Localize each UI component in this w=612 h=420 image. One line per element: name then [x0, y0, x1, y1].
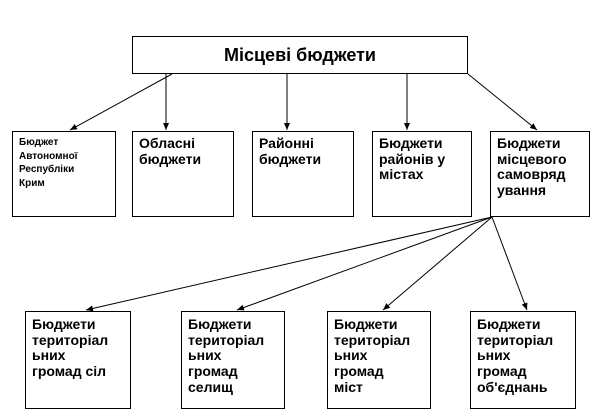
- node-raion-budgets-label: Районні бюджети: [259, 135, 322, 167]
- root-node-local-budgets: Місцеві бюджети: [132, 36, 468, 74]
- node-self-government-budgets: Бюджети місцевого самовряд ування: [490, 131, 590, 217]
- node-village-community-budgets-label: Бюджети територіал ьних громад сіл: [32, 316, 109, 380]
- arrow-samovryaduvannya-to-sil: [85, 216, 493, 312]
- node-city-community-budgets: Бюджети територіал ьних громад міст: [327, 311, 431, 409]
- node-oblast-budgets-label: Обласні бюджети: [139, 135, 202, 167]
- node-settlement-community-budgets-label: Бюджети територіал ьних громад селищ: [188, 316, 265, 395]
- node-village-community-budgets: Бюджети територіал ьних громад сіл: [25, 311, 131, 409]
- node-settlement-community-budgets: Бюджети територіал ьних громад селищ: [181, 311, 285, 409]
- node-raion-budgets: Районні бюджети: [252, 131, 354, 217]
- node-city-community-budgets-label: Бюджети територіал ьних громад міст: [334, 316, 411, 395]
- arrow-root-to-samovryaduvannya: [467, 73, 538, 131]
- node-self-government-budgets-label: Бюджети місцевого самовряд ування: [497, 135, 567, 199]
- node-arc-budget: Бюджет Автономної Республіки Крим: [12, 131, 116, 217]
- node-community-associations-budgets: Бюджети територіал ьних громад об'єднань: [470, 311, 576, 409]
- arrow-samovryaduvannya-to-mist: [382, 216, 493, 311]
- arrow-samovryaduvannya-to-obiednan: [491, 216, 528, 311]
- root-node-label: Місцеві бюджети: [223, 45, 376, 65]
- node-city-district-budgets-label: Бюджети районів у містах: [379, 135, 446, 183]
- arrow-samovryaduvannya-to-selyshch: [236, 216, 493, 311]
- node-oblast-budgets: Обласні бюджети: [132, 131, 234, 217]
- node-arc-budget-label: Бюджет Автономної Республіки Крим: [19, 137, 78, 189]
- arrow-root-to-arc: [69, 73, 173, 131]
- node-community-associations-budgets-label: Бюджети територіал ьних громад об'єднань: [477, 316, 554, 395]
- node-city-district-budgets: Бюджети районів у містах: [372, 131, 472, 217]
